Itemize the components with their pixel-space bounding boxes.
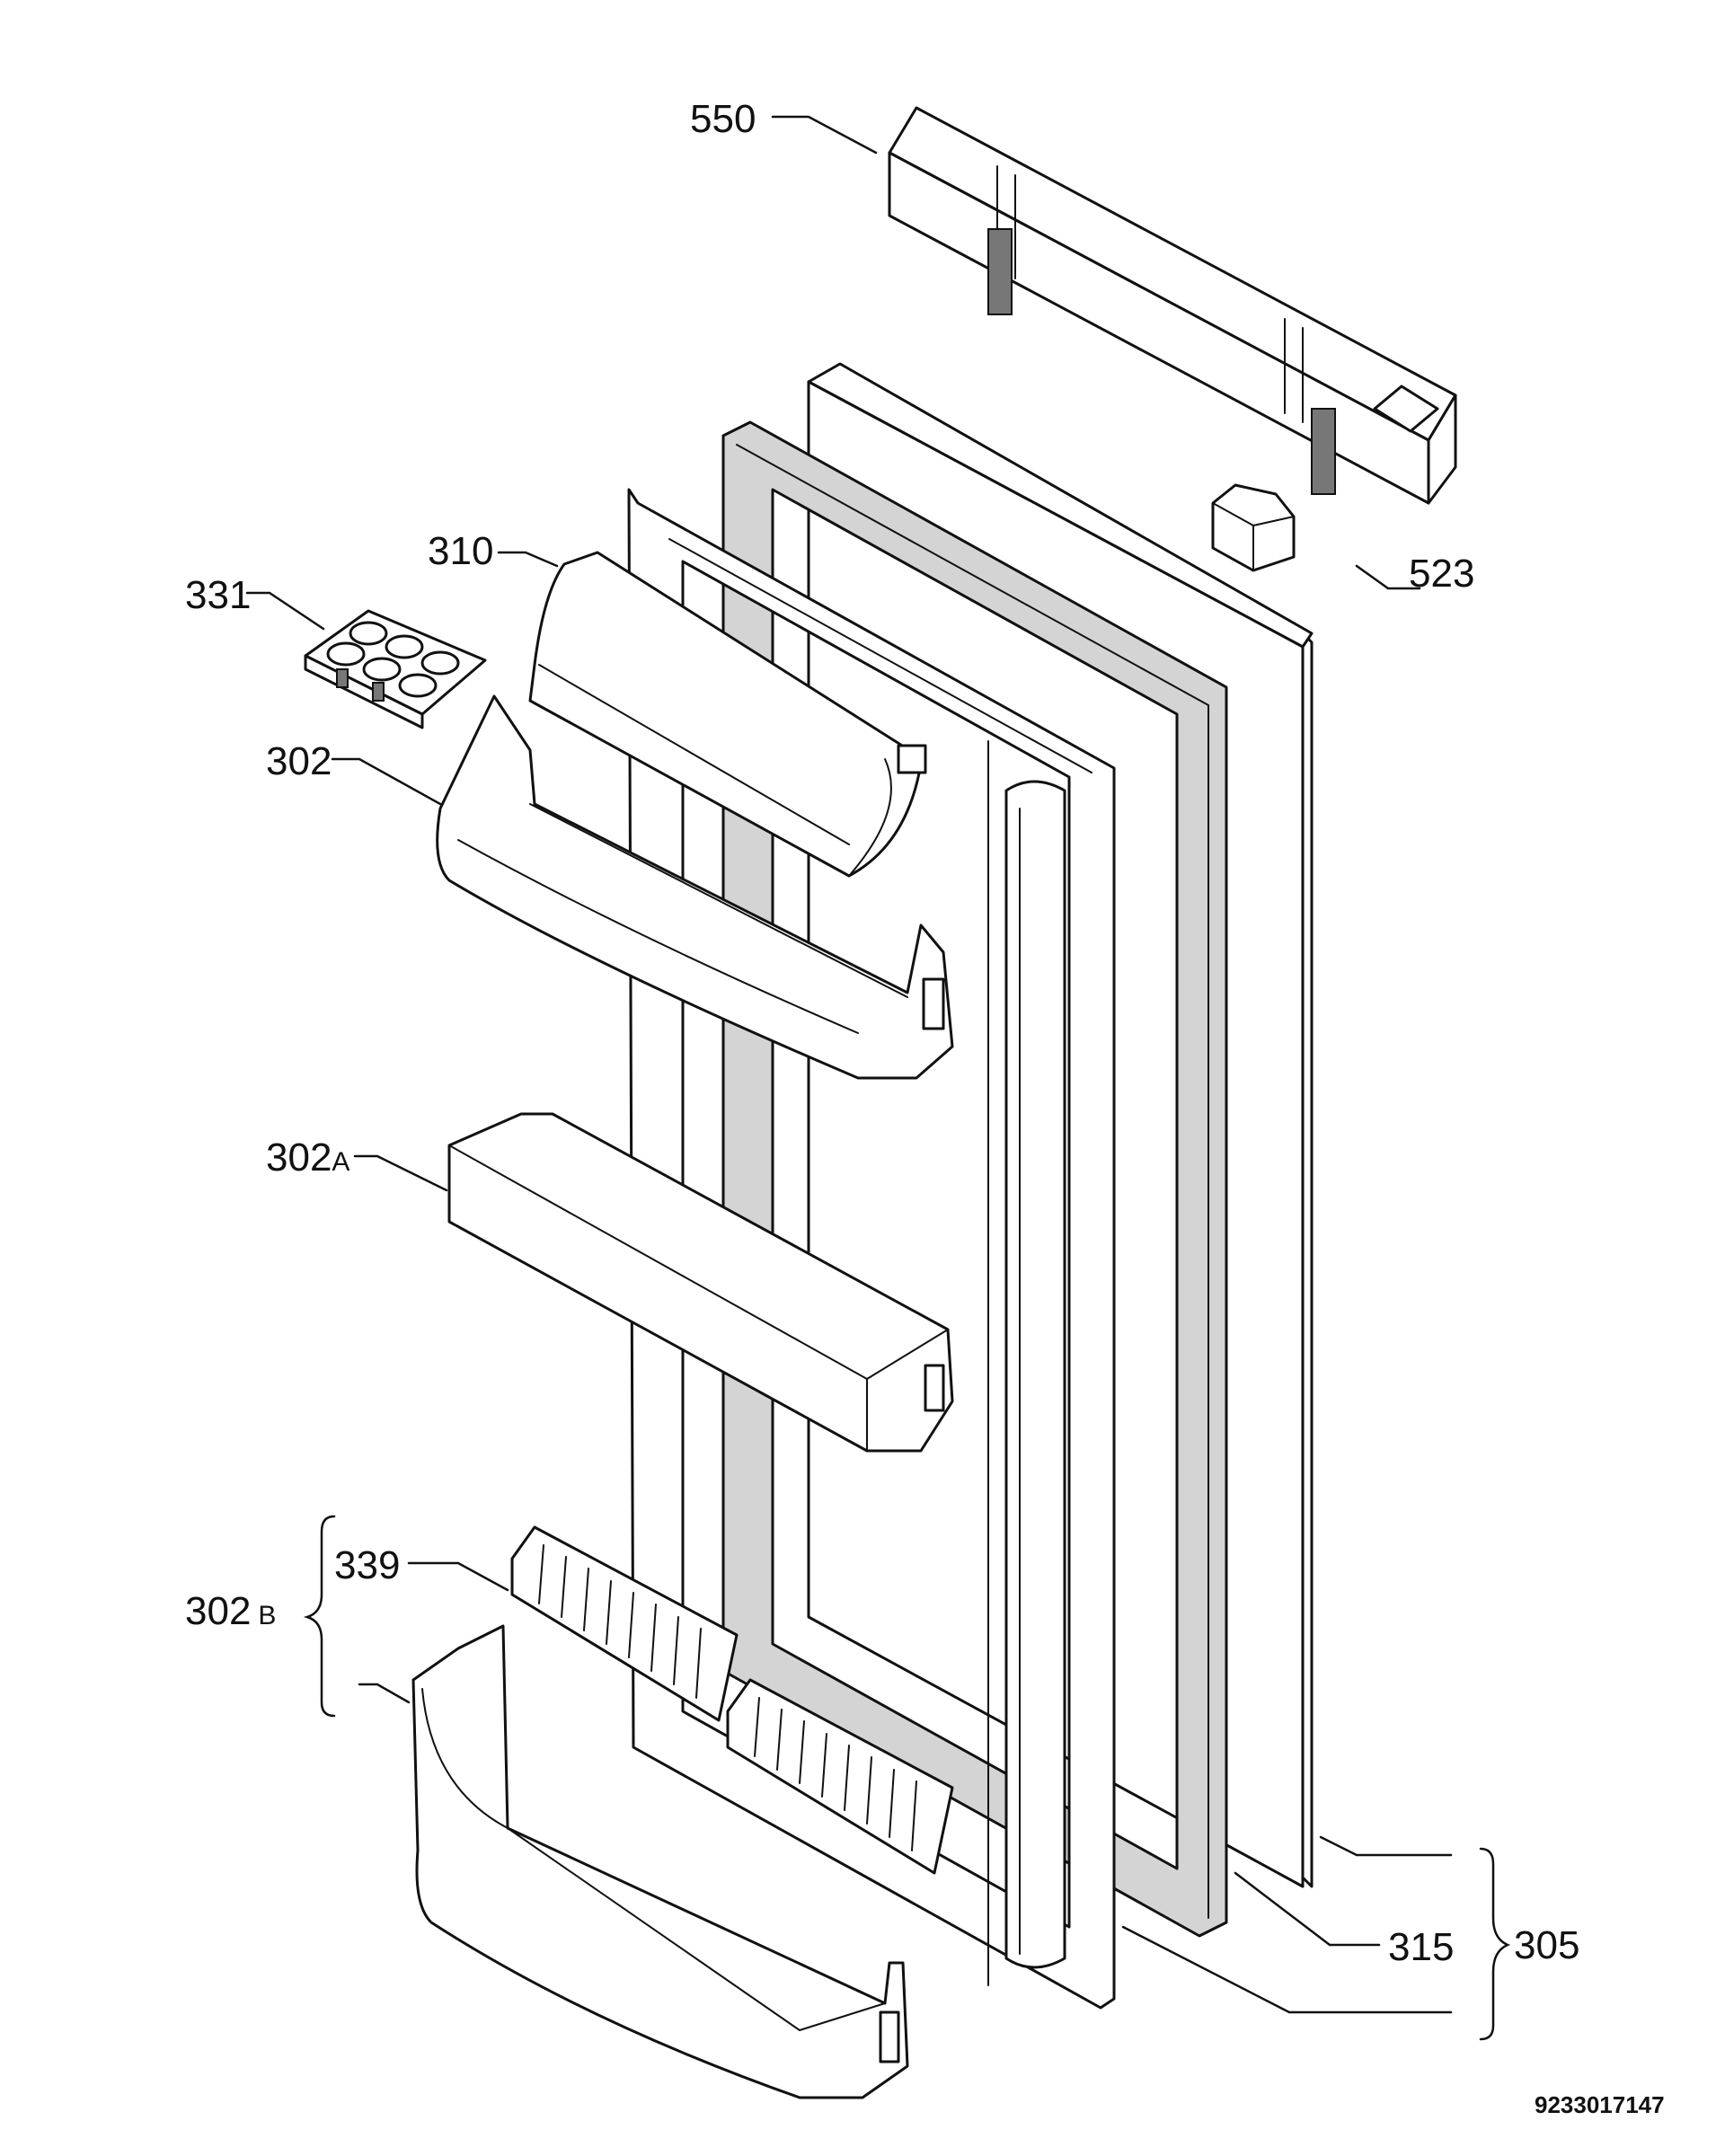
label-302A-suffix: A (332, 1147, 349, 1177)
label-331: 331 (185, 573, 251, 617)
part-339-bottle-divider-left[interactable] (510, 1525, 739, 1722)
label-302B-number: 302 (185, 1589, 251, 1633)
brace-302B (303, 1515, 336, 1718)
label-302: 302 (266, 739, 332, 783)
label-523: 523 (1409, 552, 1474, 596)
document-number: 9233017147 (1535, 2091, 1665, 2118)
leader-lines (245, 115, 1453, 2014)
part-310-dairy-flap[interactable] (528, 551, 927, 878)
label-302A-number: 302 (266, 1135, 332, 1180)
part-331-egg-tray[interactable] (304, 609, 487, 729)
label-339: 339 (334, 1543, 400, 1587)
door-liner-strip[interactable] (987, 740, 1066, 1986)
label-302B-suffix: B (258, 1601, 276, 1630)
label-302A: 302A (266, 1135, 349, 1180)
label-310: 310 (428, 529, 493, 573)
label-305: 305 (1514, 1923, 1579, 1967)
part-550-hinge-bar[interactable] (888, 106, 1457, 505)
part-339-bottle-divider-right[interactable] (726, 1678, 954, 1875)
part-302A-door-shelf[interactable] (447, 1112, 954, 1453)
part-302-door-shelf[interactable] (436, 694, 954, 1080)
label-550: 550 (690, 97, 756, 141)
part-523-hinge-block[interactable] (1211, 483, 1296, 572)
brace-305 (1479, 1847, 1511, 2041)
part-302B-bottle-shelf[interactable] (411, 1624, 909, 2099)
label-315: 315 (1388, 1925, 1454, 1969)
